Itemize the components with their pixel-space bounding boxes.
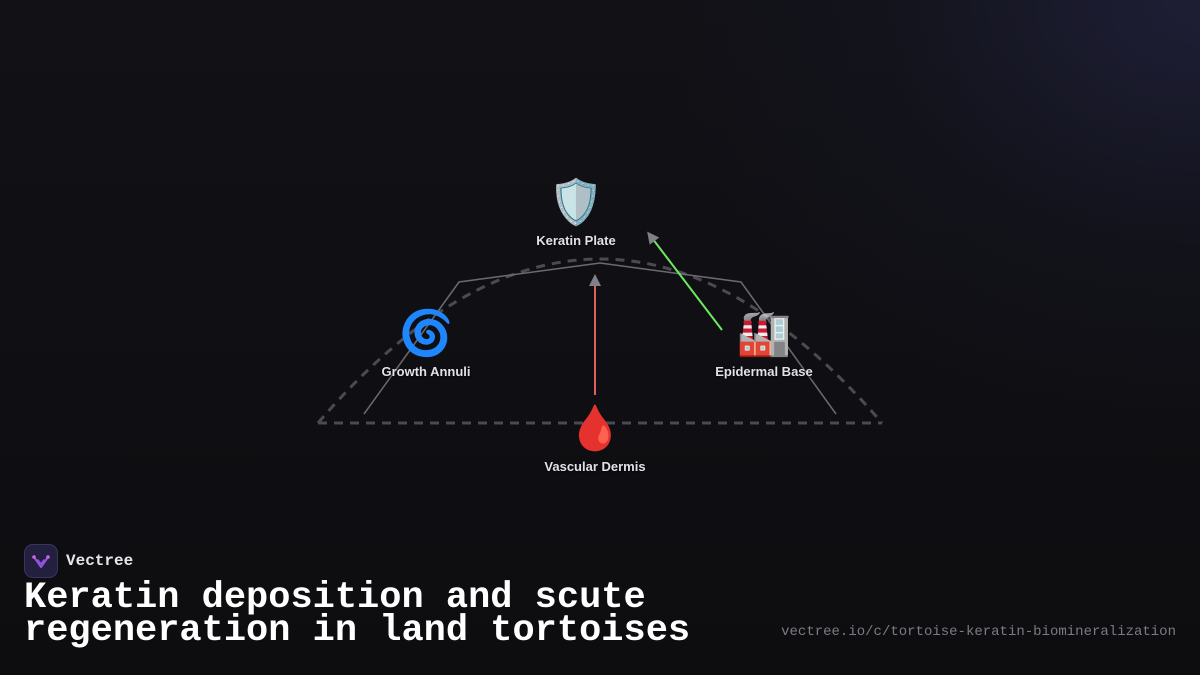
- factory-icon: 🏭: [736, 309, 792, 358]
- brand[interactable]: Vectree: [24, 544, 133, 578]
- node-label: Growth Annuli: [381, 364, 471, 379]
- dome-outline: [316, 257, 884, 424]
- blood-drop-icon: 🩸: [567, 404, 623, 453]
- node-growth-annuli[interactable]: 🌀 Growth Annuli: [326, 308, 526, 379]
- shell-frame: [363, 262, 837, 415]
- brand-name: Vectree: [66, 552, 134, 570]
- source-url[interactable]: vectree.io/c/tortoise-keratin-biomineral…: [781, 624, 1176, 640]
- node-label: Epidermal Base: [715, 364, 813, 379]
- node-label: Keratin Plate: [536, 233, 616, 248]
- node-keratin-plate[interactable]: 🛡️ Keratin Plate: [476, 177, 676, 248]
- node-epidermal-base[interactable]: 🏭 Epidermal Base: [664, 308, 864, 379]
- spiral-icon: 🌀: [398, 309, 454, 358]
- node-label: Vascular Dermis: [544, 459, 646, 474]
- node-vascular-dermis[interactable]: 🩸 Vascular Dermis: [495, 403, 695, 474]
- shield-icon: 🛡️: [548, 178, 604, 227]
- vectree-logo-icon: [24, 544, 58, 578]
- page-title: Keratin deposition and scute regeneratio…: [24, 577, 691, 652]
- edge-epidermal-base-to-keratin-plate: [647, 231, 723, 331]
